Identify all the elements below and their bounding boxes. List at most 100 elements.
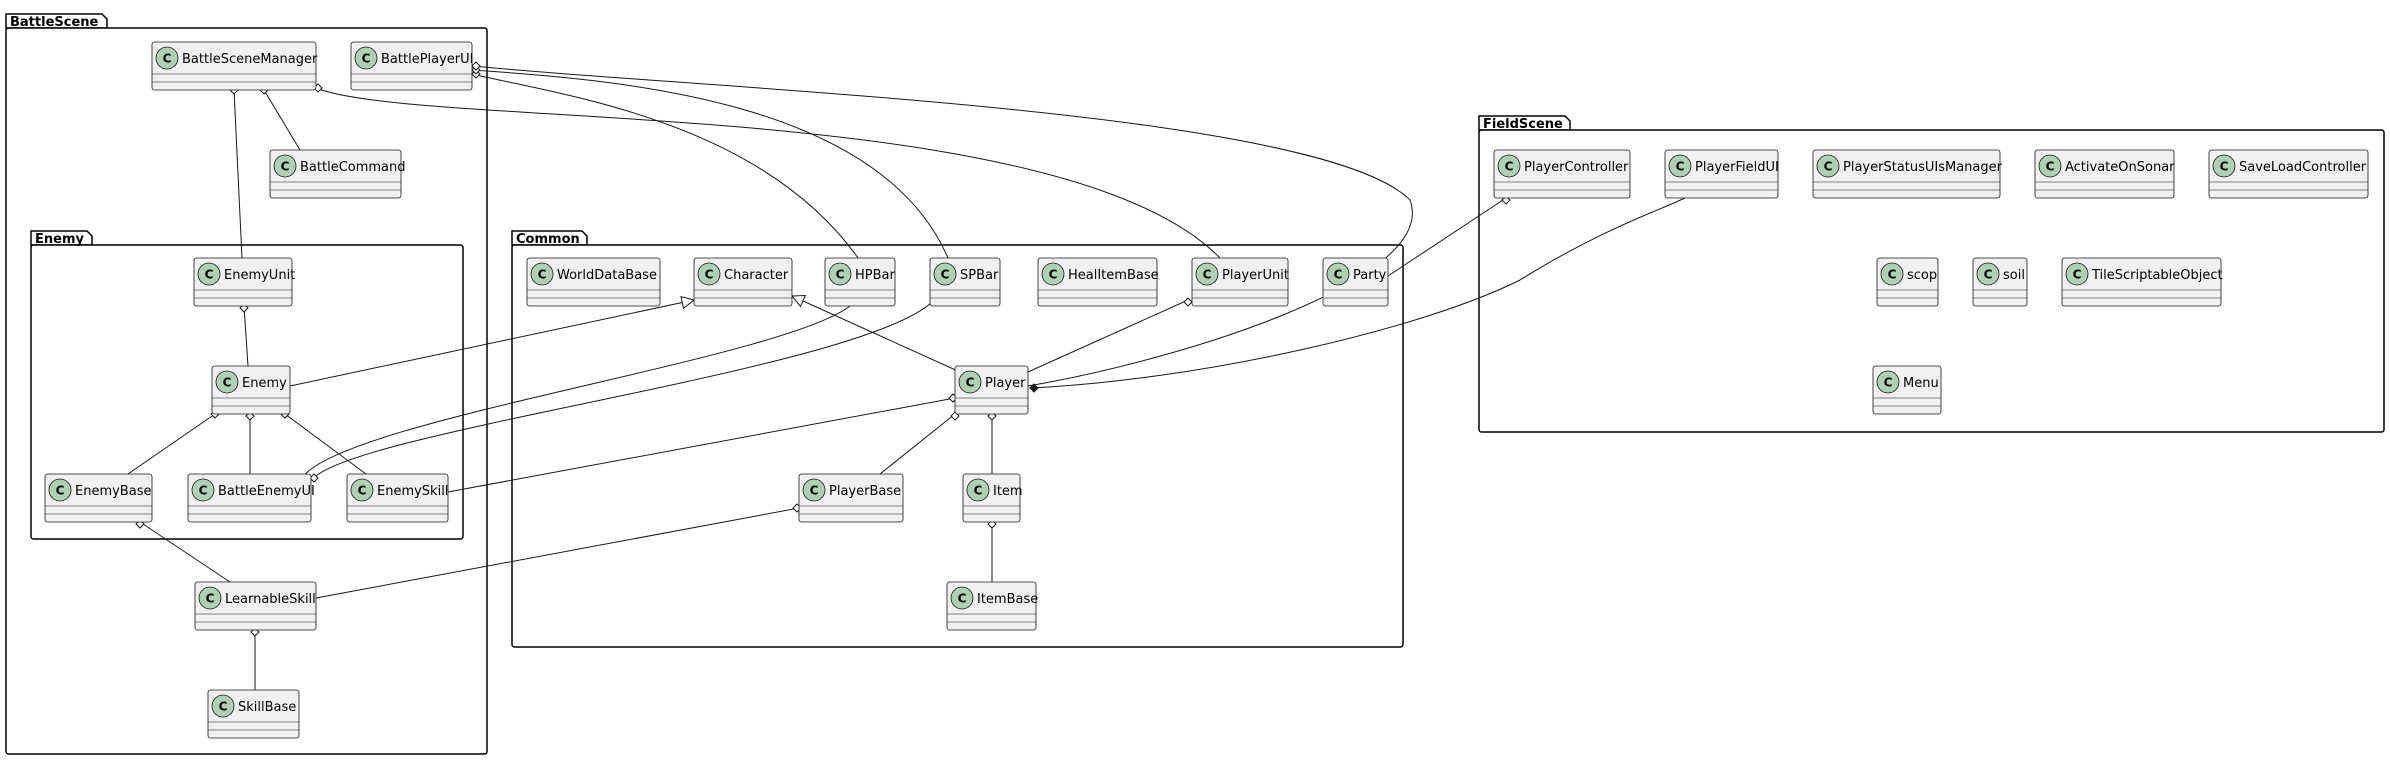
relation-line bbox=[471, 73, 859, 259]
class-stereotype-letter: C bbox=[974, 484, 983, 498]
class-stereotype-letter: C bbox=[205, 268, 214, 282]
relation-line bbox=[243, 305, 249, 367]
class-box bbox=[269, 149, 402, 199]
class-hp-bar[interactable]: C HPBar bbox=[824, 257, 895, 307]
relation-enemy-to-character bbox=[289, 295, 696, 387]
class-name: HPBar bbox=[855, 268, 895, 283]
composition-diamond bbox=[1029, 383, 1039, 393]
class-stereotype-letter: C bbox=[56, 484, 65, 498]
inheritance-arrow bbox=[680, 295, 696, 310]
class-stereotype-letter: C bbox=[941, 268, 950, 282]
relation-player-unit-to-player bbox=[1027, 297, 1193, 373]
relation-battle-player-ui-to-hp-bar bbox=[471, 69, 859, 259]
class-battle-player-ui[interactable]: C BattlePlayerUI bbox=[350, 41, 474, 91]
class-name: WorldDataBase bbox=[557, 268, 657, 283]
class-stereotype-icon bbox=[950, 586, 974, 610]
class-enemy-base[interactable]: C EnemyBase bbox=[44, 473, 153, 523]
package-tab bbox=[1478, 115, 1571, 131]
class-stereotype-letter: C bbox=[362, 52, 371, 66]
class-player-field-ui[interactable]: C PlayerFieldUI bbox=[1664, 149, 1779, 199]
package-label: Common bbox=[516, 232, 580, 247]
class-stereotype-icon bbox=[1976, 262, 2000, 286]
package-tab bbox=[5, 13, 108, 29]
aggregation-diamond bbox=[1183, 297, 1193, 307]
class-name: SPBar bbox=[960, 268, 999, 283]
class-name: scop bbox=[1907, 268, 1937, 283]
relation-line bbox=[791, 295, 961, 373]
class-stereotype-letter: C bbox=[206, 592, 215, 606]
relation-line bbox=[447, 397, 956, 493]
class-box bbox=[151, 41, 317, 91]
class-name: ItemBase bbox=[977, 592, 1038, 607]
class-name: PlayerFieldUI bbox=[1695, 160, 1779, 175]
class-name: Character bbox=[724, 268, 789, 283]
class-name: soil bbox=[2003, 268, 2025, 283]
class-name: PlayerBase bbox=[829, 484, 901, 499]
relation-line bbox=[127, 413, 216, 475]
class-stereotype-icon bbox=[198, 586, 222, 610]
class-name: Item bbox=[993, 484, 1023, 499]
class-stereotype-icon bbox=[1041, 262, 1065, 286]
class-name: BattleEnemyUI bbox=[218, 484, 315, 499]
relation-line bbox=[471, 69, 949, 259]
relation-line bbox=[289, 299, 695, 387]
class-stereotype-letter: C bbox=[1676, 160, 1685, 174]
relation-line bbox=[879, 413, 956, 475]
relation-line bbox=[1387, 197, 1507, 277]
class-stereotype-icon bbox=[966, 478, 990, 502]
class-stereotype-icon bbox=[1880, 262, 1904, 286]
class-stereotype-letter: C bbox=[2220, 160, 2229, 174]
class-stereotype-letter: C bbox=[1049, 268, 1058, 282]
class-stereotype-letter: C bbox=[810, 484, 819, 498]
class-name: Party bbox=[1353, 268, 1387, 283]
class-name: PlayerUnit bbox=[1222, 268, 1289, 283]
class-box bbox=[1493, 149, 1631, 199]
class-stereotype-letter: C bbox=[836, 268, 845, 282]
class-name: TileScriptableObject bbox=[2091, 268, 2223, 283]
class-box bbox=[187, 473, 312, 523]
class-name: PlayerController bbox=[1524, 160, 1629, 175]
relation-line bbox=[471, 65, 1413, 387]
class-stereotype-icon bbox=[155, 46, 179, 70]
class-sp-bar[interactable]: C SPBar bbox=[929, 257, 1001, 307]
relation-line bbox=[1027, 299, 1189, 373]
class-stereotype-icon bbox=[958, 370, 982, 394]
package-frame bbox=[511, 244, 1404, 648]
class-stereotype-icon bbox=[697, 262, 721, 286]
class-box bbox=[798, 473, 904, 523]
relation-line bbox=[1029, 197, 1686, 389]
class-box bbox=[2034, 149, 2175, 199]
class-item[interactable]: C Item bbox=[962, 473, 1023, 523]
relation-line bbox=[315, 87, 1221, 259]
class-player-base[interactable]: C PlayerBase bbox=[798, 473, 904, 523]
class-stereotype-icon bbox=[1816, 154, 1840, 178]
class-name: EnemyBase bbox=[75, 484, 151, 499]
class-stereotype-letter: C bbox=[966, 376, 975, 390]
class-name: BattlePlayerUI bbox=[381, 52, 474, 67]
class-box bbox=[350, 41, 473, 91]
